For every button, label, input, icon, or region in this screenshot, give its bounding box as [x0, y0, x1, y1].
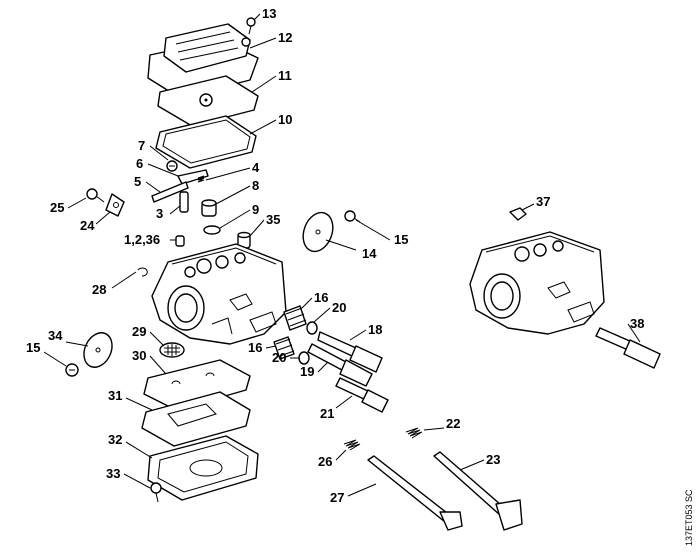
part-6-lever — [177, 169, 209, 185]
callout-33: 33 — [106, 466, 120, 481]
part-13-screw — [246, 17, 256, 35]
callout-13: 13 — [262, 6, 276, 21]
callout-29: 29 — [132, 324, 146, 339]
callout-labels: 13 12 11 10 7 6 4 5 8 9 25 24 3 1,2,36 3… — [26, 6, 694, 546]
part-11-diaphragm — [157, 75, 259, 127]
callout-24: 24 — [80, 218, 95, 233]
callout-21: 21 — [320, 406, 334, 421]
part-15-screw-top — [344, 210, 361, 223]
callout-18: 18 — [368, 322, 382, 337]
callout-22: 22 — [446, 416, 460, 431]
carburetor-body-main — [151, 243, 287, 345]
callout-34: 34 — [48, 328, 63, 343]
callout-9: 9 — [252, 202, 259, 217]
part-38-adjusting-screw — [595, 327, 661, 369]
callout-12: 12 — [278, 30, 292, 45]
drawing-code: 137ET053 SC — [684, 489, 694, 546]
callout-5: 5 — [134, 174, 141, 189]
part-22-spring — [405, 427, 423, 439]
part-21-adjusting-screw — [335, 377, 389, 413]
callout-7: 7 — [138, 138, 145, 153]
callout-32: 32 — [108, 432, 122, 447]
callout-20-lower: 20 — [272, 350, 286, 365]
callout-35: 35 — [266, 212, 280, 227]
callout-23: 23 — [486, 452, 500, 467]
part-24-bracket — [105, 193, 125, 217]
callout-19: 19 — [300, 364, 314, 379]
part-30-gasket — [143, 359, 251, 411]
callout-27: 27 — [330, 490, 344, 505]
part-20-oring-upper — [306, 321, 318, 335]
callout-3: 3 — [156, 206, 163, 221]
part-19-adjusting-screw — [307, 343, 373, 387]
callout-1-2-36: 1,2,36 — [124, 232, 160, 247]
part-28-clip — [137, 267, 148, 277]
part-15-screw-lower — [65, 363, 79, 377]
part-26-spring — [343, 439, 361, 451]
part-37-plug — [509, 207, 527, 221]
callout-11: 11 — [278, 68, 292, 83]
callout-15-top: 15 — [394, 232, 408, 247]
callout-38: 38 — [630, 316, 644, 331]
part-12-cover — [147, 23, 259, 99]
part-25-screw — [86, 188, 105, 203]
callout-10: 10 — [278, 112, 292, 127]
part-23-throttle-shaft — [433, 451, 523, 531]
leader-lines — [43, 13, 641, 497]
callout-6: 6 — [136, 156, 143, 171]
part-14-throttle-shutter — [302, 211, 334, 253]
callout-37: 37 — [536, 194, 550, 209]
carburetor-body-right — [469, 231, 605, 335]
part-27-choke-shaft — [367, 455, 463, 531]
part-3-needle — [179, 191, 189, 213]
callout-31: 31 — [108, 388, 122, 403]
callout-8: 8 — [252, 178, 259, 193]
callout-28: 28 — [92, 282, 106, 297]
part-4-spring — [197, 175, 205, 183]
part-33-screw — [150, 482, 162, 503]
callout-30: 30 — [132, 348, 146, 363]
part-7-screw — [166, 160, 178, 172]
part-16-spring-upper — [283, 305, 307, 331]
part-34-choke-shutter — [83, 332, 113, 368]
callout-14: 14 — [362, 246, 377, 261]
callout-15-lower: 15 — [26, 340, 40, 355]
callout-26: 26 — [318, 454, 332, 469]
part-18-adjusting-screw — [317, 331, 383, 373]
part-5-pin — [151, 181, 189, 203]
callout-4: 4 — [252, 160, 260, 175]
callout-16-upper: 16 — [314, 290, 328, 305]
part-1-2-36-jet — [175, 235, 185, 247]
part-16-spring-lower — [273, 336, 295, 360]
part-31-diaphragm — [141, 391, 251, 447]
part-32-end-cover — [147, 435, 259, 501]
part-29-strainer — [159, 342, 185, 358]
callout-16-lower: 16 — [248, 340, 262, 355]
part-20-oring-lower — [298, 351, 310, 365]
callout-25: 25 — [50, 200, 64, 215]
part-35-plug — [237, 231, 251, 249]
part-9-plug — [203, 225, 221, 235]
part-8-plug — [201, 199, 217, 217]
part-10-gasket — [155, 115, 257, 169]
callout-20-upper: 20 — [332, 300, 346, 315]
